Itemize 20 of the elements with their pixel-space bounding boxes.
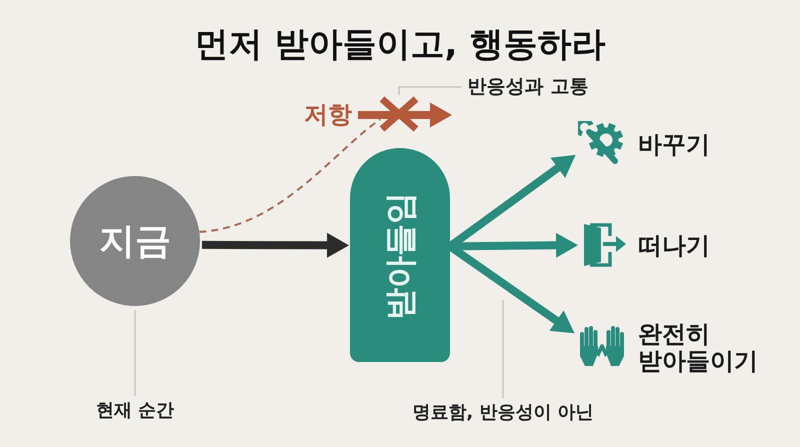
gear-wrench-icon [578,121,624,167]
action-label: 바꾸기 [638,131,710,159]
rounded-box [350,148,450,362]
callout-label: 반응성과 고통 [468,76,588,98]
leader-line [502,300,504,398]
arrow [202,232,349,258]
action-label: 완전히 받아들이기 [638,321,758,376]
action-label: 떠나기 [638,232,710,260]
caption-label: 명료함, 반응성이 아닌 [412,402,594,424]
dashed-line [199,118,381,233]
leader-line [398,86,462,95]
caption-label: 현재 순간 [96,400,174,422]
leader-line [134,310,136,396]
title: 먼저 받아들이고, 행동하라 [194,24,606,66]
callout-label: 저항 [304,100,352,130]
arrow [358,102,452,128]
cross-mark [379,96,419,132]
door-arrow-icon [581,222,627,268]
vertical-label: 받아들임 [384,192,416,320]
circle-node: 지금 [70,176,200,306]
